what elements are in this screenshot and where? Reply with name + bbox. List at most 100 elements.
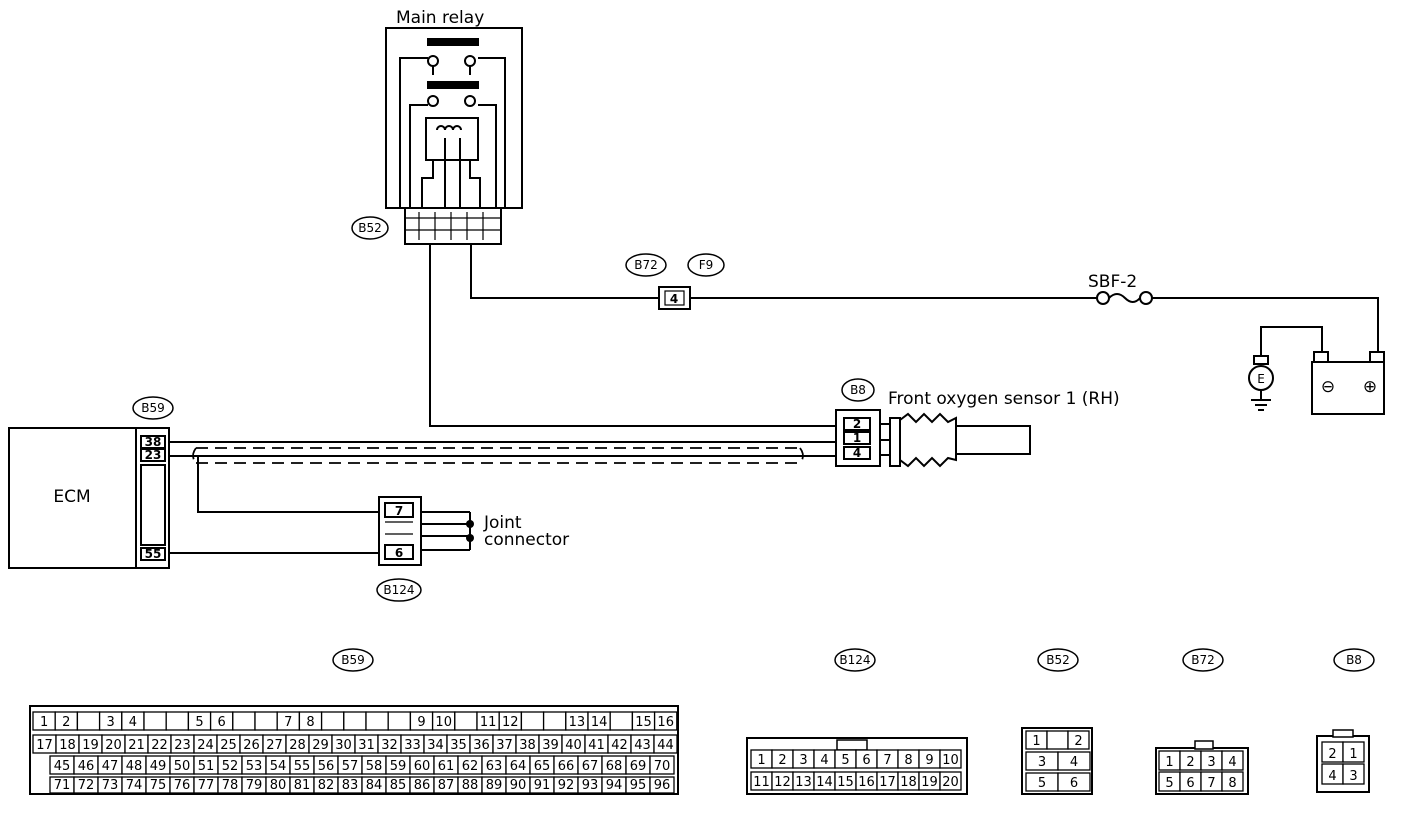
fuse-label: SBF-2	[1088, 272, 1137, 292]
face-cell: 12	[771, 771, 794, 791]
face-cell: 64	[505, 755, 531, 775]
o2-sensor-label: Front oxygen sensor 1 (RH)	[888, 389, 1120, 409]
face-cell: 85	[385, 776, 411, 794]
face-cell: 14	[587, 711, 611, 731]
shield-cable	[192, 447, 804, 464]
face-cell: 96	[649, 776, 675, 794]
battery	[1311, 351, 1385, 415]
svg-text:87: 87	[438, 778, 455, 793]
face-cell: 19	[78, 734, 103, 754]
face-cell: 17	[32, 734, 57, 754]
face-cell: 95	[625, 776, 651, 794]
svg-text:F9: F9	[699, 258, 714, 272]
face-cell: 20	[939, 771, 962, 791]
svg-text:81: 81	[294, 778, 311, 793]
fuse-sbf-2	[1096, 291, 1153, 305]
svg-text:1: 1	[1032, 734, 1040, 749]
face-cell: 18	[897, 771, 920, 791]
svg-text:63: 63	[486, 759, 503, 774]
svg-text:62: 62	[462, 759, 479, 774]
face-cell: 27	[262, 734, 287, 754]
svg-text:83: 83	[342, 778, 359, 793]
svg-text:6: 6	[1186, 776, 1194, 791]
svg-text:13: 13	[569, 715, 586, 730]
svg-text:69: 69	[630, 759, 647, 774]
ecm-label: ECM	[53, 487, 90, 507]
svg-text:38: 38	[519, 738, 536, 753]
svg-text:15: 15	[837, 775, 854, 790]
face-cell	[76, 711, 101, 731]
face-cell	[609, 711, 634, 731]
svg-text:1: 1	[40, 715, 48, 730]
svg-text:8: 8	[1228, 776, 1236, 791]
svg-text:8: 8	[306, 715, 314, 730]
face-cell: 21	[124, 734, 149, 754]
svg-text:7: 7	[284, 715, 292, 730]
face-cell: 6	[1179, 771, 1202, 792]
ecm-pin-55: 55	[145, 547, 162, 561]
svg-text:16: 16	[657, 715, 674, 730]
face-cell: 1	[750, 749, 773, 769]
svg-text:35: 35	[450, 738, 467, 753]
svg-text:17: 17	[36, 738, 53, 753]
svg-text:91: 91	[534, 778, 551, 793]
face-cell: 38	[515, 734, 540, 754]
face-cell: 41	[584, 734, 609, 754]
svg-text:10: 10	[435, 715, 452, 730]
svg-text:73: 73	[102, 778, 119, 793]
tag-b52: B52	[351, 216, 389, 240]
face-cell: 13	[565, 711, 589, 731]
svg-text:16: 16	[858, 775, 875, 790]
svg-text:4: 4	[820, 753, 828, 768]
b72-connector: 4	[658, 286, 691, 310]
svg-text:17: 17	[879, 775, 896, 790]
face-cell: 83	[337, 776, 363, 794]
svg-text:5: 5	[195, 715, 203, 730]
ecm-pin-38: 38	[145, 435, 162, 449]
svg-text:8: 8	[904, 753, 912, 768]
face-cell: 6	[209, 711, 234, 731]
joint-pin-6: 6	[395, 546, 403, 560]
face-cell	[365, 711, 389, 731]
svg-text:19: 19	[921, 775, 938, 790]
face-cell: 59	[385, 755, 411, 775]
svg-text:5: 5	[1165, 776, 1173, 791]
face-cell: 35	[446, 734, 471, 754]
face-cell: 1	[32, 711, 56, 731]
face-cell	[454, 711, 478, 731]
face-cell: 10	[939, 749, 962, 769]
face-cell: 60	[409, 755, 435, 775]
main-relay	[385, 27, 523, 245]
face-cell: 16	[653, 711, 678, 731]
svg-text:70: 70	[654, 759, 671, 774]
face-cell: 68	[601, 755, 627, 775]
face-cell: 8	[897, 749, 920, 769]
svg-text:47: 47	[102, 759, 119, 774]
face-cell: 90	[505, 776, 531, 794]
face-cell: 14	[813, 771, 836, 791]
svg-text:3: 3	[799, 753, 807, 768]
svg-text:46: 46	[78, 759, 95, 774]
wires	[168, 244, 1379, 554]
svg-text:14: 14	[816, 775, 833, 790]
face-cell: 17	[876, 771, 899, 791]
face-cell: 74	[121, 776, 147, 794]
svg-text:2: 2	[62, 715, 70, 730]
face-cell: 5	[187, 711, 212, 731]
face-tag-b59: B59	[332, 648, 374, 672]
svg-text:9: 9	[417, 715, 425, 730]
svg-text:43: 43	[634, 738, 651, 753]
svg-text:6: 6	[862, 753, 870, 768]
svg-text:2: 2	[1186, 755, 1194, 770]
svg-text:20: 20	[942, 775, 959, 790]
face-cell: 79	[241, 776, 267, 794]
svg-text:77: 77	[198, 778, 215, 793]
face-cell	[520, 711, 545, 731]
svg-text:96: 96	[654, 778, 671, 793]
